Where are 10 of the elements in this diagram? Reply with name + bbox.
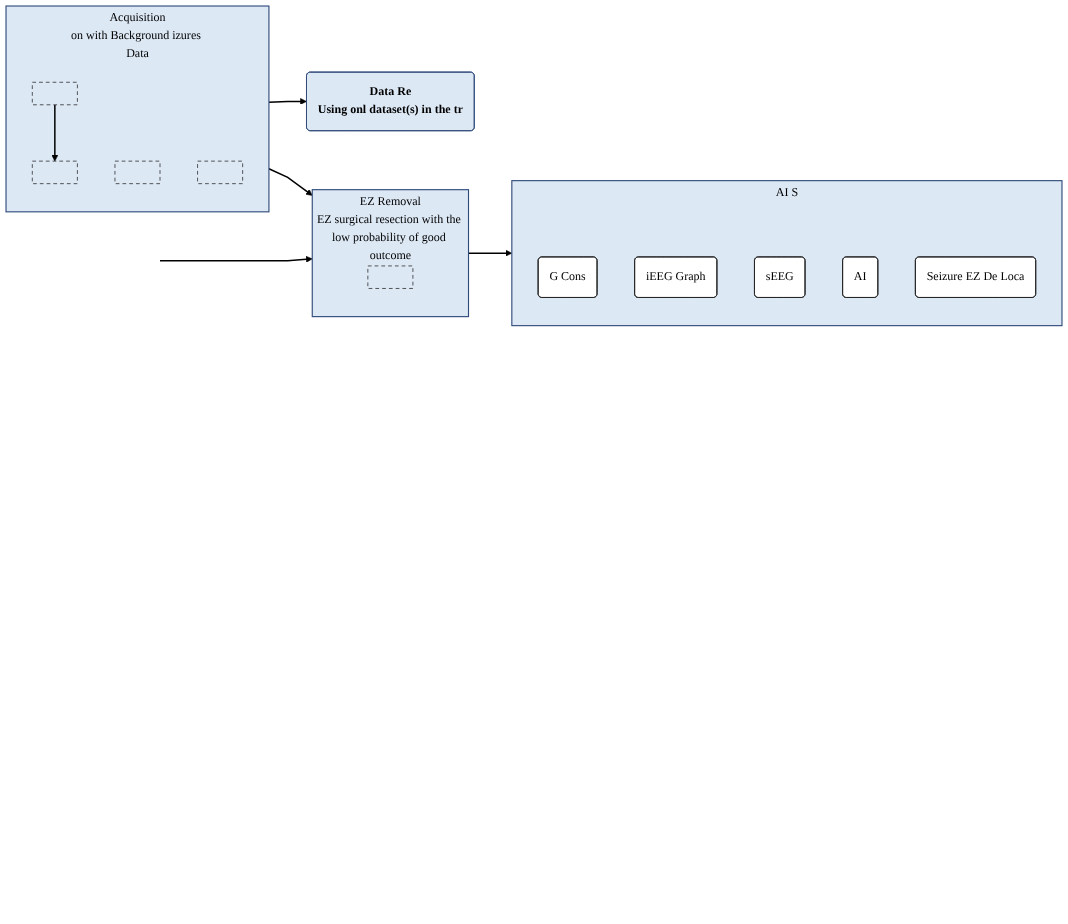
node-box: [114, 160, 161, 185]
arrow: [159, 256, 313, 263]
node-box: [367, 265, 414, 289]
arrow: [467, 249, 513, 257]
node-box: [197, 160, 243, 185]
node-box: [31, 160, 78, 185]
arrow: [268, 98, 307, 105]
arrow: [51, 104, 59, 162]
node-box: [31, 81, 78, 106]
arrow: [268, 168, 313, 196]
